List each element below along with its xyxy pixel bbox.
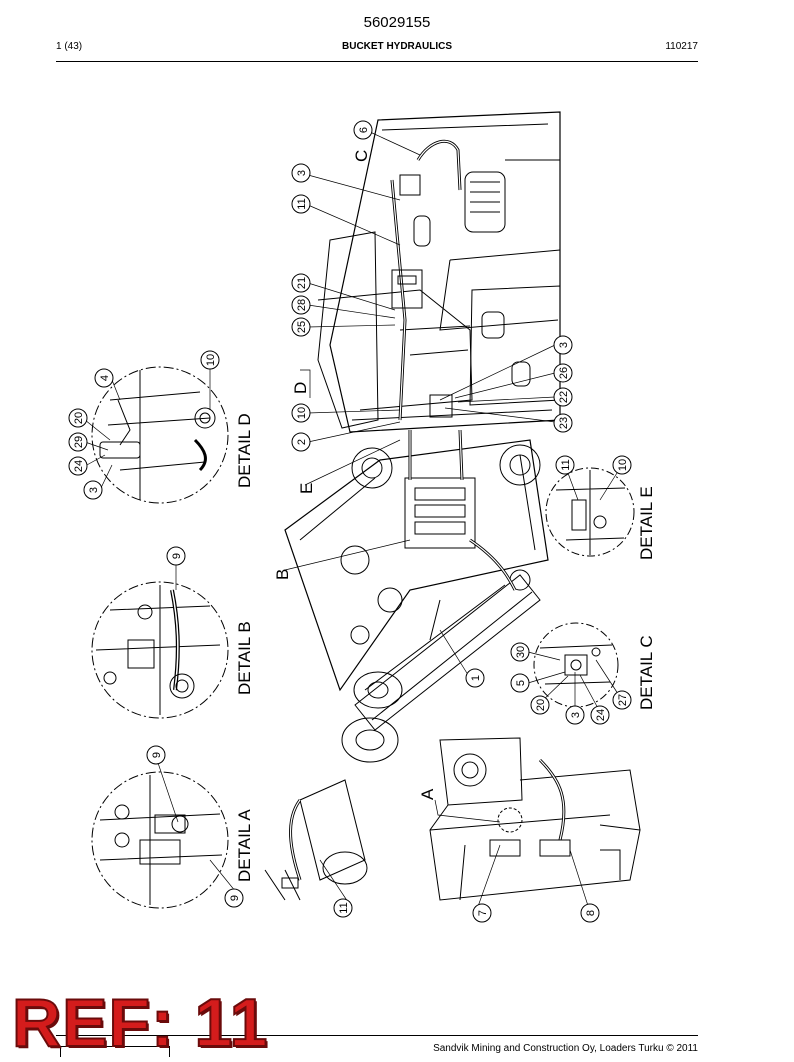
callout-10: 10	[617, 459, 629, 471]
document-number: 56029155	[363, 14, 431, 31]
view-letter-d: D	[291, 382, 310, 394]
view-letter-e: E	[297, 483, 316, 494]
document-date: 110217	[665, 41, 698, 52]
detail-a-accumulator	[264, 779, 368, 901]
callout-6: 6	[358, 127, 370, 133]
footer-divider	[56, 1035, 698, 1036]
detail-b-circle	[91, 581, 229, 719]
callout-22: 22	[558, 391, 570, 403]
callout-25: 25	[296, 321, 308, 333]
callout-10: 10	[205, 354, 217, 366]
callout-10: 10	[296, 407, 308, 419]
callout-27: 27	[617, 694, 629, 706]
callout-11: 11	[338, 902, 350, 913]
frame-assembly	[317, 111, 561, 433]
callout-24: 24	[73, 460, 85, 472]
callout-28: 28	[296, 299, 308, 311]
callout-26: 26	[558, 367, 570, 379]
detail-a-circle	[91, 771, 229, 909]
sandvik-logo	[60, 1046, 170, 1057]
callout-circles	[68, 120, 632, 923]
callout-4: 4	[99, 375, 111, 381]
callout-7: 7	[477, 910, 489, 916]
callout-numbers: 6 3 11 21 28 25 3 26 22 23 10 2 1 7 8 11…	[73, 127, 629, 916]
detail-e-label: DETAIL E	[637, 486, 656, 560]
callout-1: 1	[470, 675, 482, 681]
detail-d-label: DETAIL D	[235, 413, 254, 488]
callout-21: 21	[296, 277, 308, 289]
detail-a-label: DETAIL A	[235, 809, 254, 882]
callout-9: 9	[151, 752, 163, 758]
page-title: BUCKET HYDRAULICS	[342, 41, 452, 52]
page-indicator: 1 (43)	[56, 41, 83, 52]
callout-11: 11	[296, 198, 308, 209]
view-letter-a: A	[418, 788, 437, 800]
callout-9: 9	[229, 895, 241, 901]
callout-2: 2	[296, 439, 308, 445]
detail-b-label: DETAIL B	[235, 621, 254, 695]
callout-11: 11	[560, 459, 572, 470]
footer-copyright: Sandvik Mining and Construction Oy, Load…	[433, 1043, 698, 1054]
ref-stamp: REF: 11	[11, 984, 269, 1062]
callout-29: 29	[73, 436, 85, 448]
view-letters: C D E B A	[273, 150, 437, 800]
callout-3: 3	[88, 487, 100, 493]
callout-3: 3	[570, 712, 582, 718]
callout-20: 20	[535, 699, 547, 711]
boom-assembly	[284, 429, 549, 763]
detail-d-circle	[91, 366, 229, 504]
callout-23: 23	[558, 417, 570, 429]
callout-30: 30	[515, 646, 527, 658]
callout-24: 24	[595, 709, 607, 721]
leader-lines	[84, 131, 623, 913]
view-letter-c: C	[352, 150, 371, 162]
view-letter-b: B	[273, 569, 292, 580]
callout-9: 9	[171, 553, 183, 559]
header-divider	[56, 61, 698, 62]
callout-8: 8	[585, 910, 597, 916]
callout-3: 3	[558, 342, 570, 348]
detail-labels: DETAIL D DETAIL B DETAIL A DETAIL E DETA…	[235, 413, 656, 882]
lower-view-assembly	[429, 737, 641, 901]
detail-c-label: DETAIL C	[637, 635, 656, 710]
callout-20: 20	[73, 412, 85, 424]
detail-c-circle	[533, 622, 619, 708]
callout-5: 5	[515, 680, 527, 686]
callout-3: 3	[296, 170, 308, 176]
detail-e-circle	[545, 467, 635, 557]
